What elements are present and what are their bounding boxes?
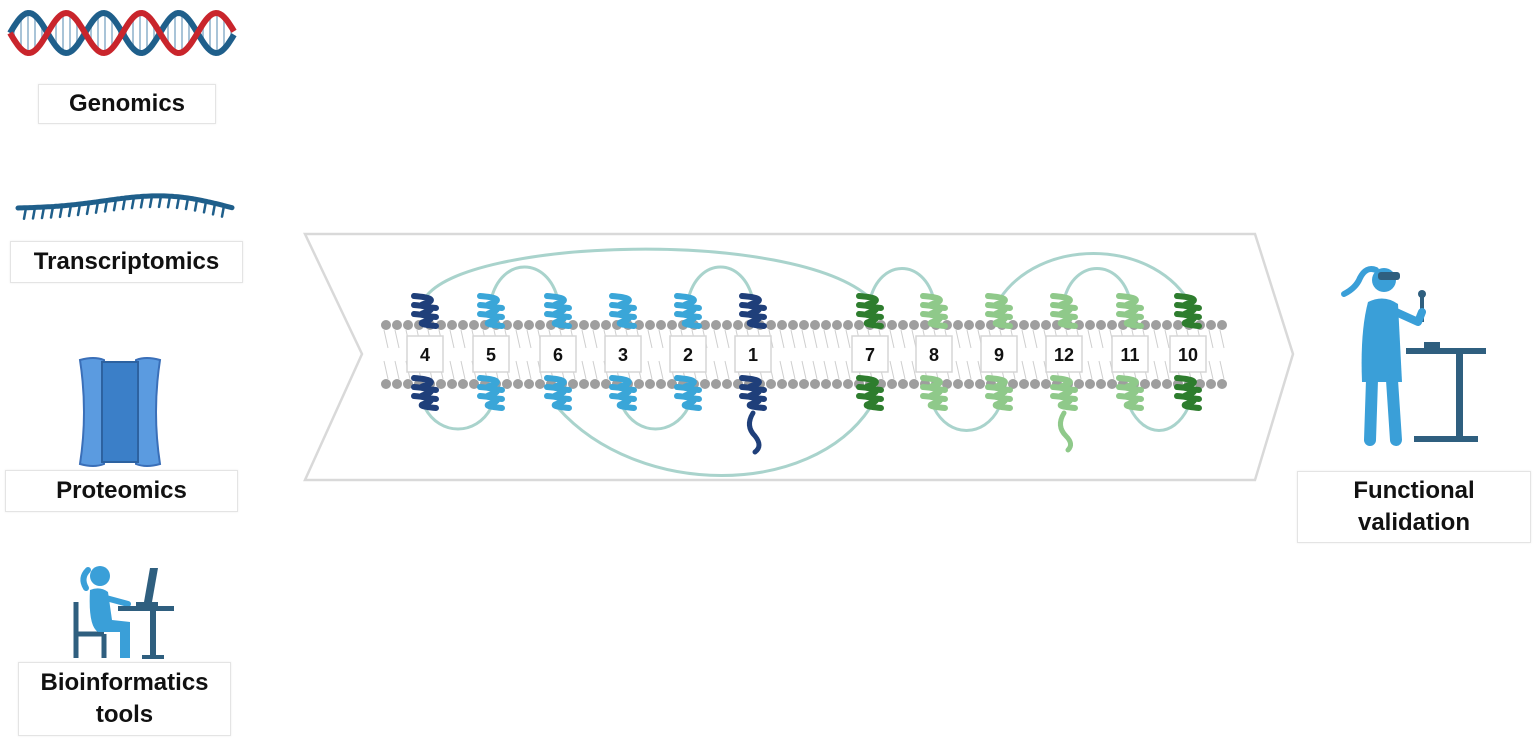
helix-10: 10 [1169,293,1207,411]
helix-number-2: 2 [683,345,693,365]
rna-strand-icon [15,193,235,221]
membrane-protein-icon [78,357,162,467]
helix-number-9: 9 [994,345,1004,365]
helix-number-3: 3 [618,345,628,365]
helix-2: 2 [669,293,707,411]
helix-3: 3 [604,293,642,411]
helix-number-5: 5 [486,345,496,365]
helix-number-10: 10 [1178,345,1198,365]
proteomics-label: Proteomics [5,470,238,512]
helix-number-8: 8 [929,345,939,365]
helix-number-11: 11 [1120,345,1139,365]
helix-4: 4 [406,293,444,411]
workflow-arrow: 4 5 6 3 2 1 7 8 9 12 11 10 [303,232,1295,482]
helix-5: 5 [472,293,510,411]
helix-number-12: 12 [1054,345,1074,365]
helix-number-1: 1 [748,345,758,365]
transcriptomics-label: Transcriptomics [10,241,243,283]
bioinformatics-tools-label: Bioinformatics tools [18,662,231,736]
functional-validation-label: Functional validation [1297,471,1531,543]
dna-double-helix-icon [7,9,237,57]
helix-7: 7 [851,293,889,411]
helix-9: 9 [980,293,1018,411]
helix-12: 12 [1045,293,1083,411]
genomics-label: Genomics [38,84,216,124]
helix-6: 6 [539,293,577,411]
helix-number-6: 6 [553,345,563,365]
helix-number-4: 4 [420,345,430,365]
helix-1: 1 [734,293,772,411]
scientist-with-pipette-icon [1341,266,1486,446]
helix-8: 8 [915,293,953,411]
helix-number-7: 7 [865,345,875,365]
scientist-at-computer-icon [73,566,174,659]
helix-11: 11 [1111,293,1149,411]
